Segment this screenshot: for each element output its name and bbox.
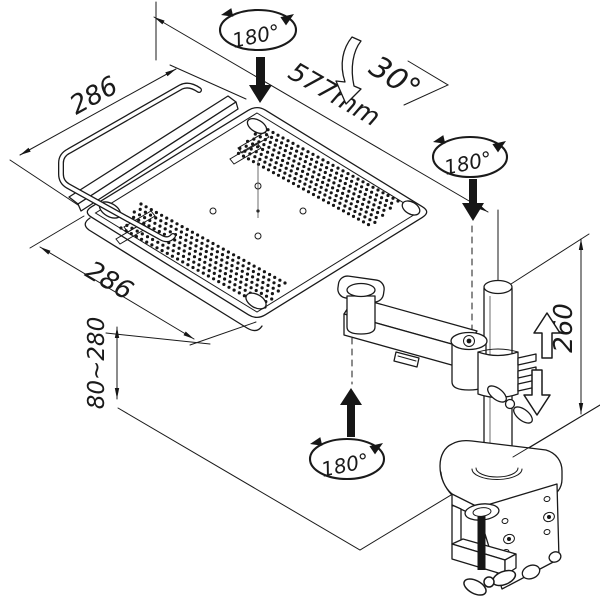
dim-label-286-bottom: 286	[80, 255, 138, 306]
dimension-height-range: 80~280	[84, 317, 211, 409]
clamp-face-holes	[501, 495, 555, 556]
tilt-curved-arrow-icon	[335, 36, 362, 105]
tray-rotation-symbol: 180°	[218, 8, 298, 103]
dim-label-286-top: 286	[65, 71, 123, 121]
rotation-arrowhead-icon	[369, 443, 383, 455]
tray-vent-perforations	[119, 125, 400, 309]
tilt-chevron-icon	[403, 60, 450, 106]
height-adjust-arrows-icon	[523, 312, 561, 416]
desk-clamp	[439, 439, 563, 596]
collar-wing-knob	[487, 385, 533, 424]
arm-rotation-symbol: 180°	[431, 135, 509, 221]
dim-label-80-280: 80~280	[84, 317, 110, 409]
tray-inner-rim	[94, 112, 420, 313]
tray-plate	[86, 106, 428, 319]
pole-joint-assembly	[450, 331, 537, 424]
base-rotation-symbol: 180°	[308, 388, 386, 482]
tray-corner-pad	[246, 117, 268, 135]
clamp-rear-foot	[521, 564, 541, 580]
pole-top-cap	[483, 279, 513, 295]
rotation-arrowhead-icon	[492, 141, 506, 153]
rotation-arrowhead-icon	[221, 8, 234, 17]
desk-surface-edge	[512, 404, 600, 458]
up-arrow-icon	[340, 388, 362, 437]
support-arm	[337, 275, 478, 370]
tilt-annotation: 30°	[335, 36, 450, 108]
pole-collar	[477, 351, 519, 399]
retaining-handle	[58, 82, 202, 243]
tray-corner-pad	[245, 292, 267, 310]
rotation-arrowhead-icon	[310, 437, 323, 446]
cable-clip	[393, 351, 420, 368]
clamp-screw-rod	[477, 516, 486, 570]
down-arrow-icon	[249, 57, 272, 103]
tray-mount-slots	[115, 131, 270, 245]
clamp-wing-knob	[463, 569, 517, 596]
rotation-arrowhead-icon	[280, 14, 294, 26]
laptop-tray	[58, 82, 428, 332]
pivot-screw-icon	[463, 335, 475, 347]
tray-corner-pad	[401, 200, 421, 216]
front-stop-bar	[68, 95, 239, 212]
tray-front-lip	[84, 217, 263, 332]
clamp-rear-foot	[548, 551, 562, 563]
tray-joint-cylinder	[346, 295, 376, 335]
rotation-arrowhead-icon	[433, 135, 446, 144]
down-arrow-icon	[462, 179, 484, 221]
